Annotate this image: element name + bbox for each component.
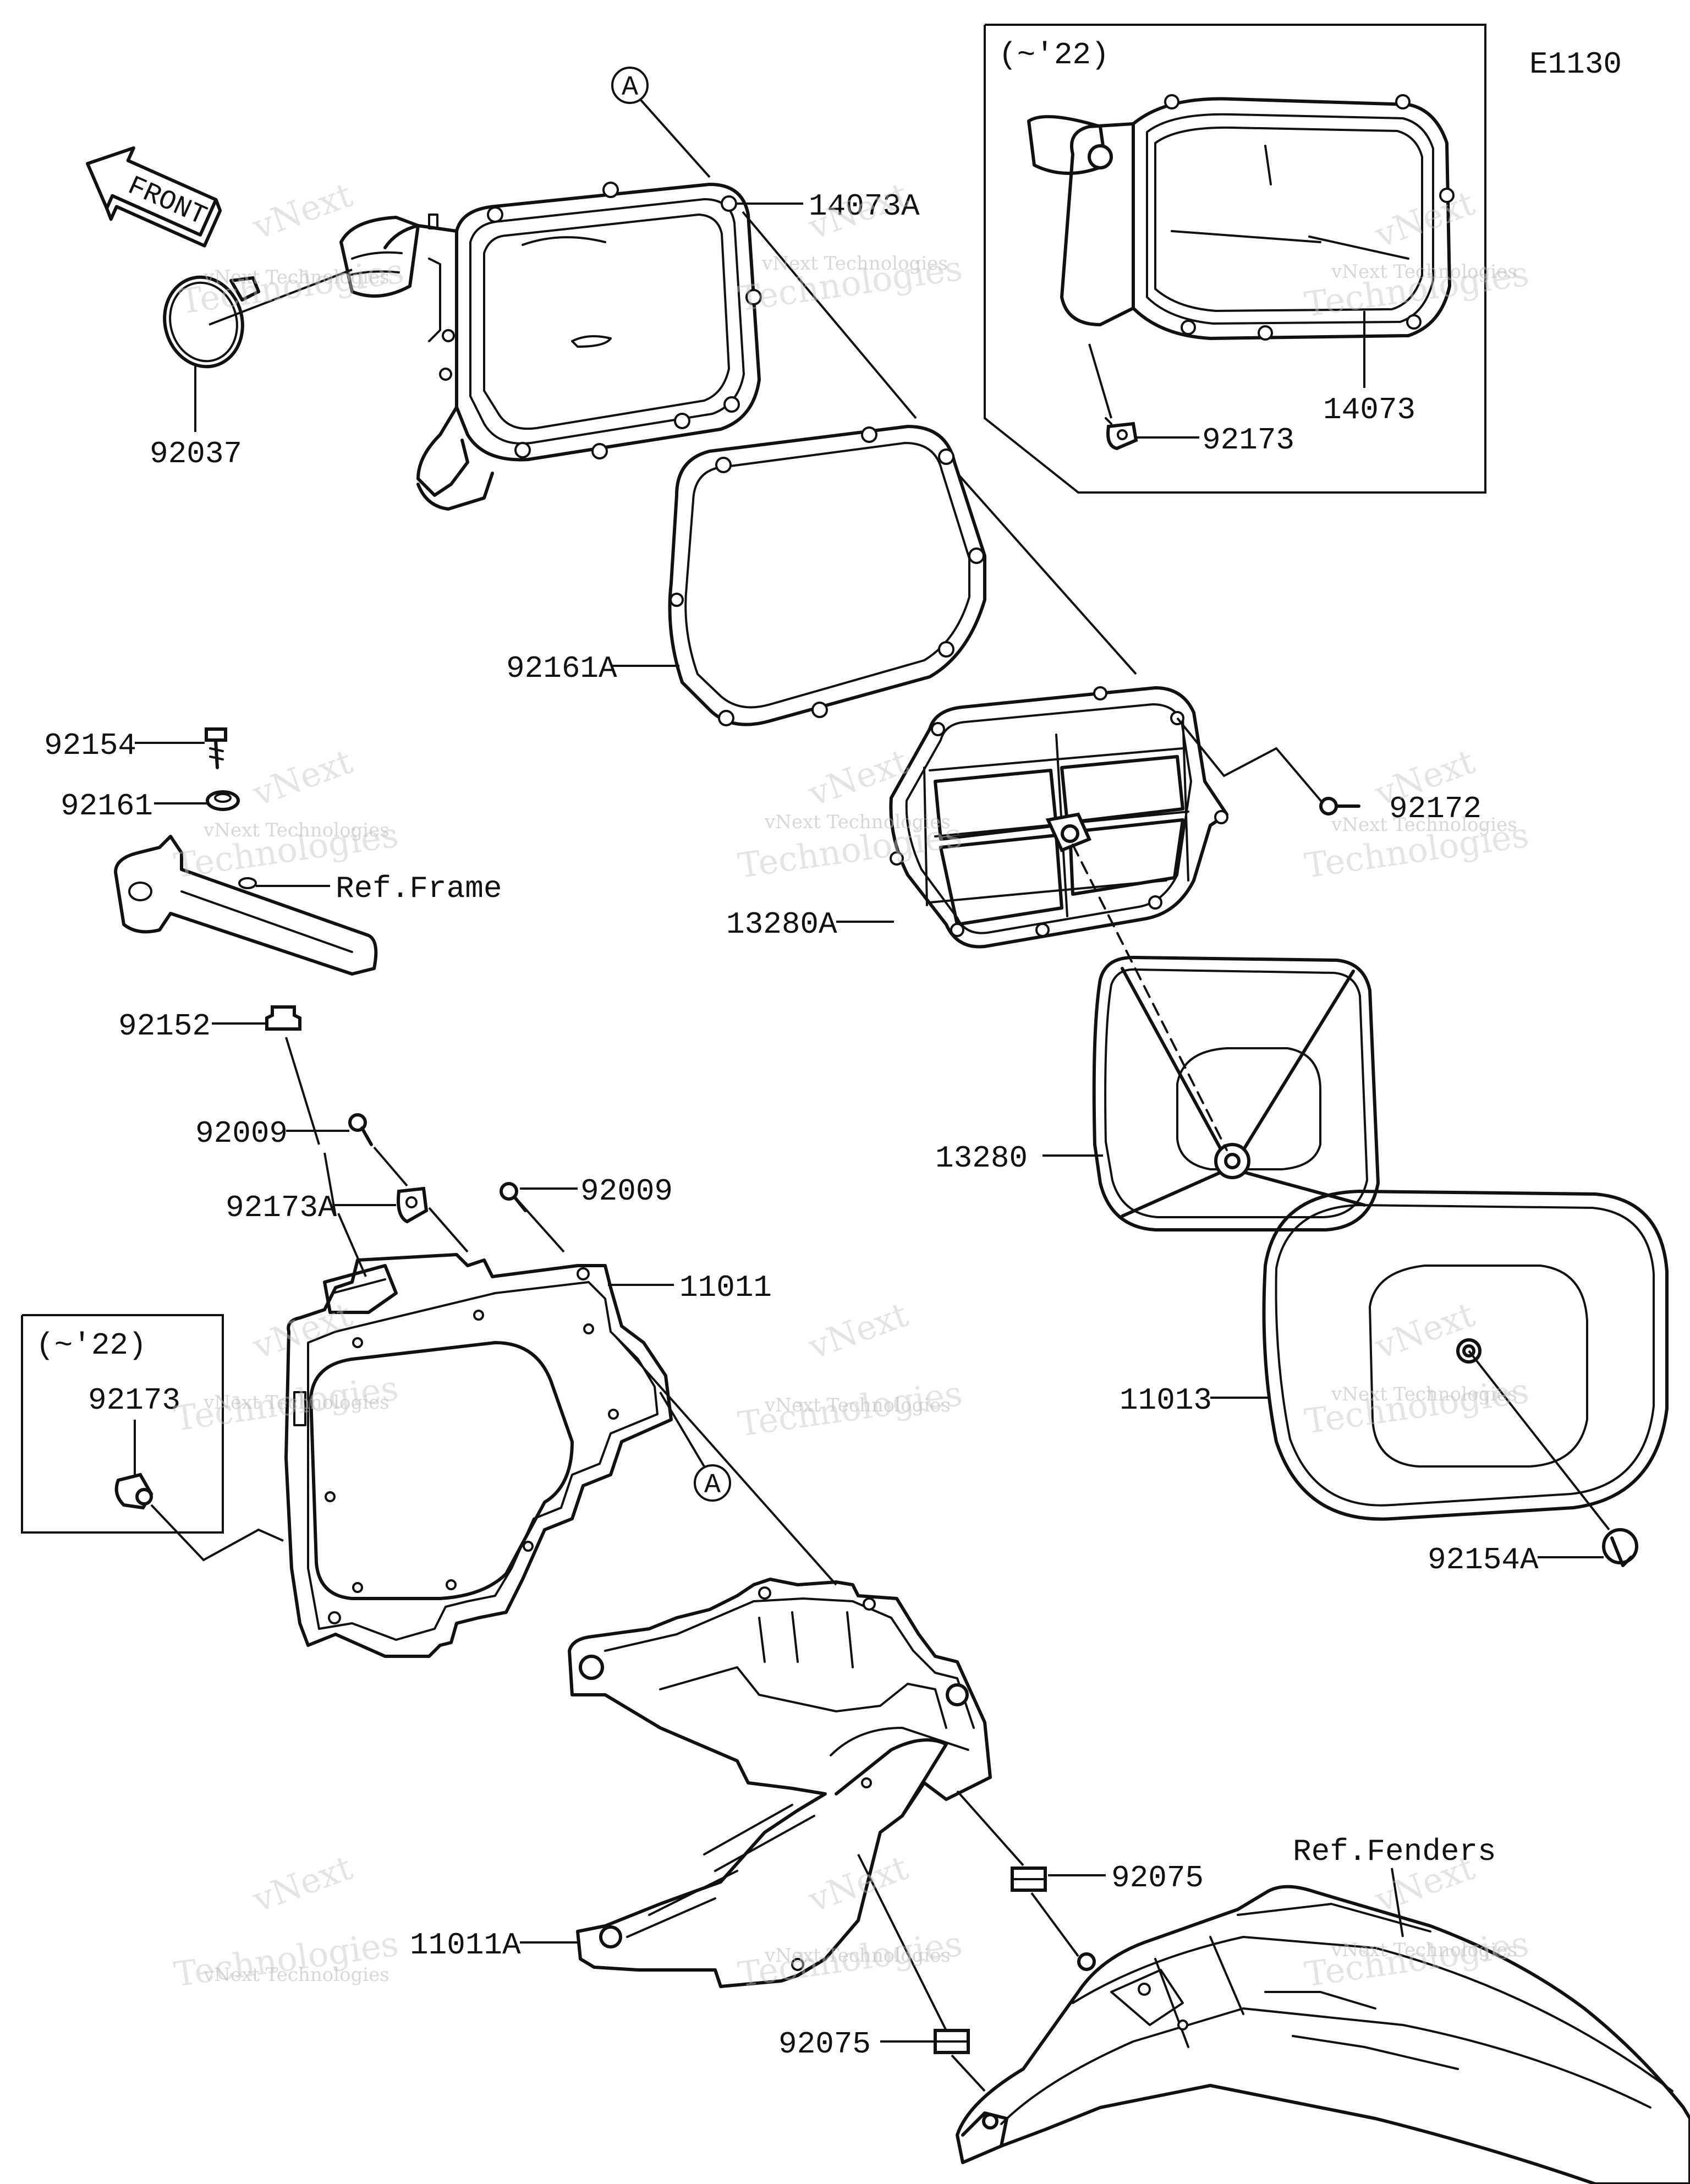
diagram-code: E1130 (1529, 47, 1622, 82)
label-92161a: 92161A (506, 651, 617, 686)
label-13280: 13280 (935, 1141, 1028, 1176)
grommet-92075-left (934, 2029, 970, 2054)
wing-bolt-92154a (1602, 1528, 1638, 1567)
svg-text:vNext: vNext (247, 1847, 358, 1920)
bolt-92172 (1319, 797, 1360, 815)
svg-text:vNext Technologies: vNext Technologies (764, 1394, 951, 1416)
label-13280a: 13280A (726, 907, 837, 942)
bolt-92009-left (348, 1113, 373, 1146)
clamp-92173-left (114, 1473, 153, 1510)
svg-text:vNext Technologies: vNext Technologies (1331, 1383, 1517, 1405)
inset-left: (~'22) 92173 (21, 1314, 224, 1534)
label-92009-left: 92009 (195, 1116, 288, 1151)
air-filter-11013 (1262, 1190, 1669, 1521)
svg-text:vNext Technologies: vNext Technologies (203, 266, 389, 288)
callout-a-mid: A (704, 1470, 721, 1501)
filter-cage-13280 (1092, 956, 1380, 1231)
svg-text:vNext Technologies: vNext Technologies (203, 1964, 389, 1986)
bracket-11011a (568, 1578, 992, 1988)
label-11011a: 11011A (410, 1928, 521, 1963)
grommet-92075-right (1011, 1866, 1047, 1892)
svg-text:vNext Technologies: vNext Technologies (761, 253, 948, 275)
callout-a-mid-circle (694, 1464, 731, 1502)
grommet-92161 (206, 790, 240, 811)
label-92154: 92154 (44, 728, 136, 763)
air-box-14073 (1027, 94, 1455, 341)
svg-text:vNext: vNext (247, 174, 358, 248)
label-92161: 92161 (61, 789, 153, 824)
svg-text:vNext Technologies: vNext Technologies (764, 811, 951, 833)
label-ref-frame: Ref.Frame (336, 871, 502, 906)
label-92075-right: 92075 (1111, 1860, 1204, 1896)
svg-text:vNext Technologies: vNext Technologies (1331, 1939, 1517, 1961)
svg-text:Technologies: Technologies (177, 250, 406, 321)
rear-fender (956, 1885, 1690, 2184)
air-box-cover-11011 (284, 1253, 673, 1658)
inset-top-right: (~'22) 92173 14073 (984, 24, 1486, 494)
svg-text:vNext Technologies: vNext Technologies (1331, 261, 1517, 283)
callout-a-top-circle (611, 67, 649, 104)
label-11011: 11011 (679, 1270, 772, 1305)
front-arrow-label: FRONT (123, 171, 211, 233)
label-92075-left: 92075 (778, 2027, 871, 2062)
callout-a-top: A (622, 72, 638, 103)
frame-bracket (114, 835, 378, 976)
label-14073a: 14073A (809, 189, 920, 224)
inset-left-label: (~'22) (36, 1328, 147, 1363)
label-14073: 14073 (1323, 392, 1415, 428)
label-11013: 11013 (1120, 1383, 1212, 1418)
air-box-14073a (339, 182, 762, 511)
svg-text:vNext: vNext (1369, 183, 1480, 256)
gasket-92161a (668, 425, 986, 726)
label-92173a: 92173A (226, 1190, 337, 1225)
label-92173-left: 92173 (88, 1383, 180, 1418)
svg-text:Technologies: Technologies (736, 1923, 964, 1994)
bolt-92154 (205, 727, 227, 769)
label-92152: 92152 (118, 1009, 211, 1044)
svg-text:Technologies: Technologies (736, 1373, 964, 1444)
svg-text:vNext: vNext (247, 1294, 358, 1367)
svg-text:vNext Technologies: vNext Technologies (764, 1945, 951, 1967)
label-92172: 92172 (1389, 791, 1482, 826)
svg-text:Technologies: Technologies (1302, 1370, 1531, 1441)
filter-holder-13280a (889, 686, 1228, 949)
label-ref-fenders: Ref.Fenders (1293, 1834, 1496, 1869)
svg-text:vNext: vNext (803, 174, 913, 248)
svg-text:vNext Technologies: vNext Technologies (203, 819, 389, 841)
svg-text:vNext: vNext (247, 741, 358, 814)
inset-top-right-label: (~'22) (998, 37, 1110, 73)
watermark-group: vNext vNext Technologies Technologies vN… (172, 174, 1531, 1995)
label-92009-right: 92009 (580, 1174, 673, 1209)
label-92037: 92037 (150, 436, 242, 472)
svg-text:vNext: vNext (803, 1847, 913, 1920)
label-92173-top: 92173 (1202, 423, 1294, 458)
svg-text:vNext Technologies: vNext Technologies (1331, 814, 1517, 836)
front-arrow-icon: FRONT (86, 146, 222, 248)
clamp-92173a (397, 1186, 429, 1224)
svg-text:Technologies: Technologies (1302, 1923, 1531, 1994)
svg-text:vNext: vNext (803, 741, 913, 814)
label-92154a: 92154A (1428, 1542, 1539, 1578)
clamp-92173-top (1105, 417, 1138, 451)
svg-text:vNext: vNext (803, 1294, 913, 1367)
collar-92152 (265, 1005, 301, 1031)
svg-text:vNext Technologies: vNext Technologies (203, 1392, 389, 1414)
